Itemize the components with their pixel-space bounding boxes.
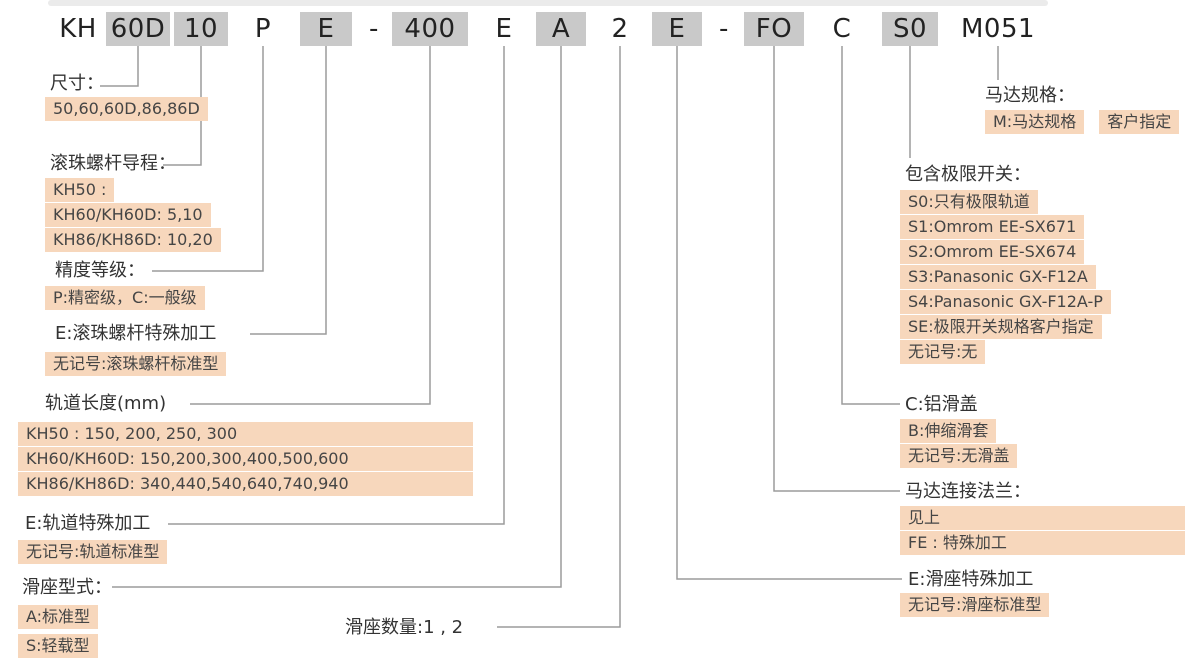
code-segment-accuracy: P bbox=[254, 14, 272, 44]
tag-rail-kh60: KH60/KH60D: 150,200,300,400,500,600 bbox=[18, 447, 473, 471]
code-segment-cover: C bbox=[832, 14, 852, 44]
tag-slider-a: A:标准型 bbox=[18, 605, 99, 629]
tag-screw-standard: 无记号:滚珠螺杆标准型 bbox=[45, 352, 227, 376]
tag-ls-none: 无记号:无 bbox=[900, 340, 986, 364]
tag-size-values: 50,60,60D,86,86D bbox=[45, 97, 208, 121]
label-rail-length: 轨道长度(mm) bbox=[45, 393, 167, 414]
tag-lead-kh50: KH50 : bbox=[45, 178, 115, 202]
tag-accuracy-values: P:精密级，C:一般级 bbox=[45, 286, 205, 310]
code-segment-rail-special: E bbox=[495, 14, 513, 44]
code-segment-series: KH bbox=[59, 14, 97, 44]
tag-ls-s3: S3:Panasonic GX-F12A bbox=[900, 265, 1096, 289]
code-segment-slider-type: A bbox=[536, 12, 586, 46]
label-limit-switch: 包含极限开关： bbox=[905, 164, 1031, 185]
label-slider-type: 滑座型式： bbox=[22, 577, 112, 598]
label-motor-spec: 马达规格： bbox=[985, 85, 1075, 106]
label-screw-special: E:滚珠螺杆特殊加工 bbox=[55, 323, 217, 344]
code-segment-dash-1: - bbox=[369, 14, 379, 44]
tag-motor-spec: M:马达规格 bbox=[985, 110, 1085, 134]
tag-ls-se: SE:极限开关规格客户指定 bbox=[900, 315, 1102, 339]
wire-size bbox=[100, 46, 139, 87]
wire-rail-length bbox=[190, 46, 431, 405]
label-size: 尺寸： bbox=[50, 73, 104, 94]
label-accuracy: 精度等级： bbox=[55, 260, 145, 281]
label-rail-special: E:轨道特殊加工 bbox=[25, 513, 151, 534]
label-slider-qty: 滑座数量:1 , 2 bbox=[345, 617, 464, 638]
tag-cover-b: B:伸缩滑套 bbox=[900, 419, 997, 443]
code-segment-motor: M051 bbox=[960, 14, 1036, 44]
code-segment-flange: FO bbox=[744, 12, 804, 46]
label-flange: 马达连接法兰： bbox=[905, 481, 1031, 502]
tag-slider-standard: 无记号:滑座标准型 bbox=[900, 593, 1050, 617]
wire-slider-type bbox=[112, 46, 562, 588]
tag-rail-kh86: KH86/KH86D: 340,440,540,640,740,940 bbox=[18, 472, 473, 496]
code-segment-limit-switch: S0 bbox=[882, 12, 938, 46]
label-cover: C:铝滑盖 bbox=[905, 394, 978, 415]
tag-flange-fe: FE : 特殊加工 bbox=[900, 531, 1185, 555]
wire-screw-special bbox=[250, 46, 327, 335]
code-segment-screw-special: E bbox=[300, 12, 352, 46]
tag-rail-kh50: KH50 : 150, 200, 250, 300 bbox=[18, 422, 473, 446]
tag-slider-s: S:轻载型 bbox=[18, 634, 98, 658]
tag-rail-standard: 无记号:轨道标准型 bbox=[18, 540, 168, 564]
top-divider bbox=[48, 0, 1048, 6]
tag-cover-none: 无记号:无滑盖 bbox=[900, 444, 1018, 468]
code-segment-size: 60D bbox=[106, 12, 170, 46]
wire-cover bbox=[841, 46, 900, 405]
code-segment-rail-length: 400 bbox=[392, 12, 468, 46]
wire-slider-qty bbox=[497, 46, 621, 628]
label-slider-special: E:滑座特殊加工 bbox=[908, 569, 1034, 590]
wire-slider-special bbox=[676, 46, 902, 580]
code-segment-lead: 10 bbox=[174, 12, 228, 46]
tag-lead-kh86: KH86/KH86D: 10,20 bbox=[45, 228, 221, 252]
label-lead: 滚珠螺杆导程： bbox=[50, 153, 176, 174]
tag-ls-s1: S1:Omrom EE-SX671 bbox=[900, 215, 1085, 239]
tag-ls-s2: S2:Omrom EE-SX674 bbox=[900, 240, 1085, 264]
tag-ls-s0: S0:只有极限轨道 bbox=[900, 190, 1038, 214]
tag-flange-seeabove: 见上 bbox=[900, 506, 1185, 530]
motor-spec-tags: M:马达规格 客户指定 bbox=[985, 110, 1189, 134]
tag-lead-kh60: KH60/KH60D: 5,10 bbox=[45, 203, 211, 227]
tag-motor-custom: 客户指定 bbox=[1099, 110, 1180, 134]
code-segment-dash-2: - bbox=[719, 14, 729, 44]
code-segment-slider-special: E bbox=[652, 12, 702, 46]
wire-flange bbox=[773, 46, 900, 492]
tag-ls-s4: S4:Panasonic GX-F12A-P bbox=[900, 290, 1111, 314]
code-segment-slider-qty: 2 bbox=[611, 14, 629, 44]
